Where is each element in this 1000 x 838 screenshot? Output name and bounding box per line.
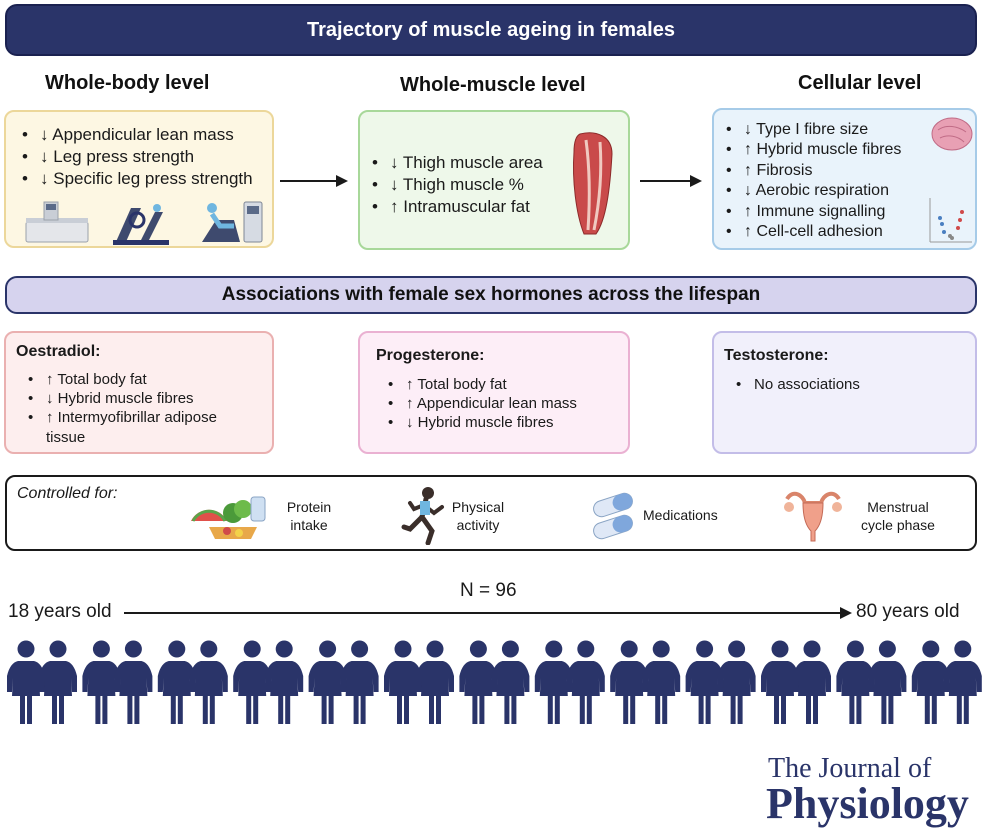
food-icon [191, 496, 266, 539]
thigh-muscle-icon [573, 132, 613, 235]
list-item: ↓ Hybrid muscle fibres [24, 389, 254, 408]
oestradiol-panel: Oestradiol: ↑ Total body fat ↓ Hybrid mu… [4, 331, 274, 454]
list-item: ↓ Thigh muscle % [368, 174, 543, 196]
whole-muscle-panel: ↓ Thigh muscle area ↓ Thigh muscle % ↑ I… [358, 110, 630, 250]
woman-figures [7, 640, 982, 724]
testosterone-title: Testosterone: [724, 347, 829, 364]
uterus-icon [784, 491, 842, 542]
oestradiol-list: ↑ Total body fat ↓ Hybrid muscle fibres … [24, 370, 254, 447]
journal-logo-line2: Physiology [766, 779, 969, 828]
list-item: ↑ Intermyofibrillar adipose tissue [24, 408, 254, 446]
list-item: ↑ Intramuscular fat [368, 196, 543, 218]
list-item: ↓ Hybrid muscle fibres [384, 413, 577, 432]
leg-press-icon [113, 204, 169, 245]
dxa-scanner-icon [25, 201, 89, 243]
progesterone-panel: Progesterone: ↑ Total body fat ↑ Appendi… [358, 331, 630, 454]
flow-arrow-head [336, 175, 348, 187]
medications-label: Medications [643, 507, 718, 523]
list-item: ↑ Immune signalling [722, 202, 901, 223]
list-item: ↓ Thigh muscle area [368, 152, 543, 174]
age-end-label: 80 years old [856, 601, 960, 622]
associations-banner: Associations with female sex hormones ac… [5, 276, 977, 314]
list-item: No associations [732, 375, 860, 394]
progesterone-title: Progesterone: [376, 347, 485, 364]
whole-muscle-title: Whole-muscle level [400, 74, 586, 96]
whole-body-panel: ↓ Appendicular lean mass ↓ Leg press str… [4, 110, 274, 248]
testosterone-list: No associations [732, 375, 860, 394]
participants-figure-row [7, 640, 982, 724]
muscle-tissue-icon [931, 117, 973, 151]
title-text: Trajectory of muscle ageing in females [307, 18, 675, 41]
testosterone-panel: Testosterone: No associations [712, 331, 977, 454]
cellular-title: Cellular level [798, 72, 922, 94]
bike-ergometer-icon [202, 201, 263, 243]
cellular-panel: ↓ Type I fibre size ↑ Hybrid muscle fibr… [712, 108, 977, 250]
pill-icon [593, 492, 633, 540]
list-item: ↓ Specific leg press strength [18, 168, 253, 190]
age-start-label: 18 years old [8, 601, 112, 622]
volcano-plot-icon [929, 198, 972, 243]
list-item: ↓ Appendicular lean mass [18, 124, 253, 146]
flow-arrow-line [640, 180, 692, 182]
title-banner: Trajectory of muscle ageing in females [5, 4, 977, 56]
whole-body-list: ↓ Appendicular lean mass ↓ Leg press str… [18, 124, 253, 189]
list-item: ↓ Type I fibre size [722, 120, 901, 141]
runner-icon [401, 487, 444, 545]
journal-logo-line1: The Journal of [768, 753, 932, 784]
flow-arrow-head [690, 175, 702, 187]
sample-size-label: N = 96 [460, 580, 517, 601]
flow-arrow-line [280, 180, 338, 182]
age-arrow-head [840, 607, 852, 619]
progesterone-list: ↑ Total body fat ↑ Appendicular lean mas… [384, 375, 577, 433]
list-item: ↑ Total body fat [24, 370, 254, 389]
oestradiol-title: Oestradiol: [16, 343, 101, 360]
list-item: ↑ Cell-cell adhesion [722, 222, 901, 243]
list-item: ↓ Aerobic respiration [722, 181, 901, 202]
whole-body-title: Whole-body level [45, 72, 210, 94]
whole-muscle-list: ↓ Thigh muscle area ↓ Thigh muscle % ↑ I… [368, 152, 543, 217]
list-item: ↑ Appendicular lean mass [384, 394, 577, 413]
list-item: ↓ Leg press strength [18, 146, 253, 168]
controlled-for-label: Controlled for: [17, 485, 118, 502]
list-item: ↑ Fibrosis [722, 161, 901, 182]
associations-title: Associations with female sex hormones ac… [221, 284, 761, 305]
cellular-list: ↓ Type I fibre size ↑ Hybrid muscle fibr… [722, 120, 901, 243]
list-item: ↑ Hybrid muscle fibres [722, 140, 901, 161]
age-arrow-line [124, 612, 842, 614]
list-item: ↑ Total body fat [384, 375, 577, 394]
